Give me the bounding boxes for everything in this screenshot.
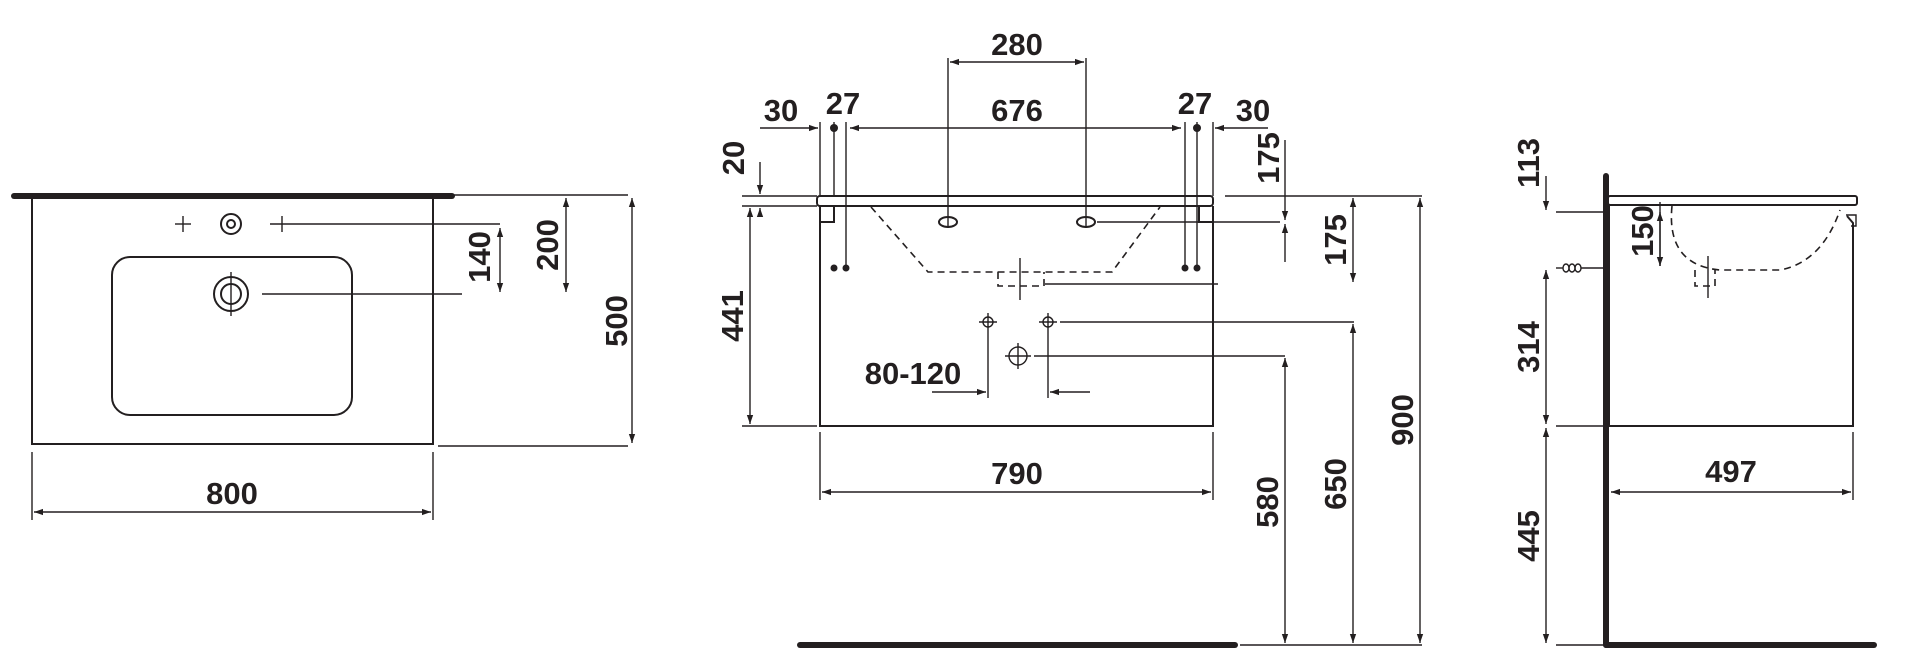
label-140: 140 (462, 231, 497, 283)
top-view: 140 200 500 800 (11, 193, 636, 520)
label-676: 676 (991, 93, 1043, 128)
front-tap-holes (938, 216, 1280, 228)
drain-symbol (213, 272, 462, 316)
tap-hole-symbol (175, 213, 500, 235)
label-30-right: 30 (1236, 93, 1270, 128)
label-900: 900 (1385, 394, 1420, 446)
front-fixing-points (830, 264, 1201, 272)
label-580: 580 (1250, 476, 1285, 528)
label-27-right: 27 (1178, 86, 1212, 121)
label-497: 497 (1705, 454, 1757, 489)
front-countertop (816, 195, 1214, 207)
side-hidden-basin (1670, 205, 1841, 271)
label-790: 790 (991, 456, 1043, 491)
side-hidden-drain (1694, 270, 1716, 287)
front-view: 280 30 27 676 27 30 20 441 175 175 80-12… (715, 27, 1424, 648)
label-445: 445 (1511, 510, 1546, 562)
label-650: 650 (1318, 458, 1353, 510)
front-cabinet (819, 206, 1214, 427)
side-countertop (1607, 195, 1858, 206)
top-view-outline (31, 199, 434, 445)
label-200: 200 (530, 219, 565, 271)
side-front-handle (1846, 214, 1857, 227)
label-113: 113 (1511, 138, 1546, 188)
label-27-left: 27 (826, 86, 860, 121)
front-siphon-marks (979, 313, 1354, 398)
side-wall-anchor (1562, 263, 1604, 273)
label-500: 500 (599, 295, 634, 347)
front-hidden-drain (997, 272, 1045, 287)
label-441: 441 (715, 290, 750, 342)
side-cabinet (1608, 205, 1854, 427)
label-175: 175 (1318, 214, 1353, 266)
label-80-120: 80-120 (865, 356, 962, 391)
label-800: 800 (206, 476, 258, 511)
top-view-basin-bowl (111, 256, 353, 416)
label-50: 175 (1251, 132, 1286, 184)
front-hidden-basin (870, 206, 1161, 273)
label-20: 20 (716, 141, 751, 175)
side-view: 113 150 314 445 497 (1511, 138, 1877, 648)
label-314: 314 (1511, 320, 1546, 372)
label-30-left: 30 (764, 93, 798, 128)
label-280: 280 (991, 27, 1043, 62)
label-150: 150 (1625, 205, 1660, 257)
